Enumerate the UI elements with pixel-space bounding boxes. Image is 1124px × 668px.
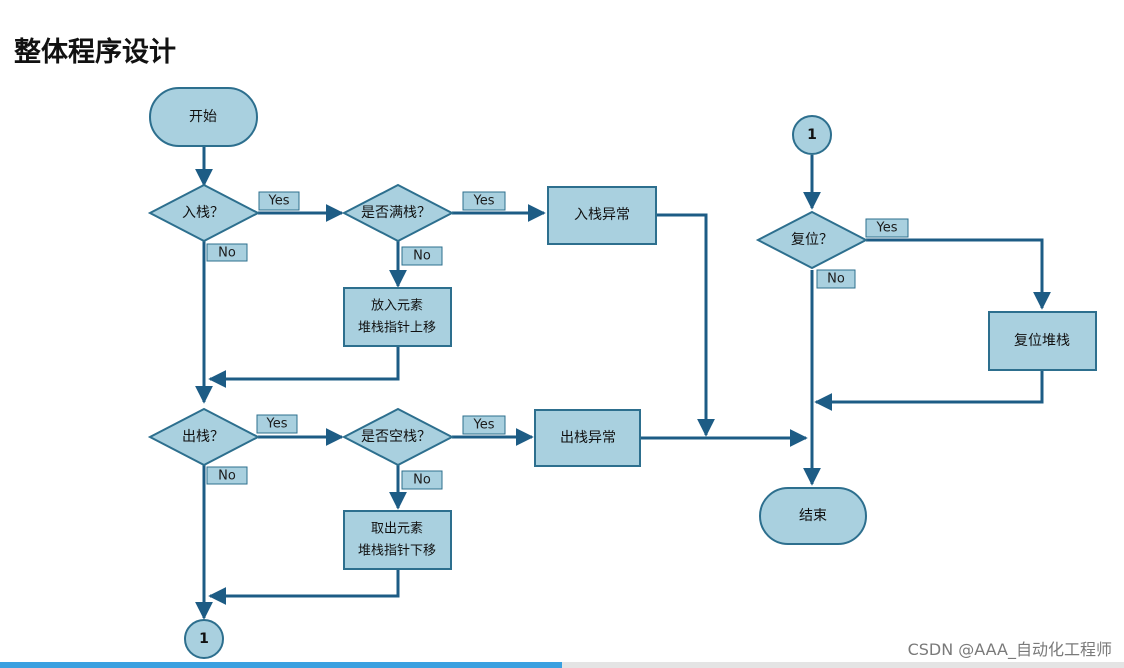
tag-box [816,269,856,289]
arrow-push-error-down [656,213,715,437]
connector-circle-bottom [184,619,224,659]
push-action-box [343,287,452,347]
start-label: 开始 [189,109,217,125]
tag-no-empty: No [413,473,431,488]
tag-no-push: No [218,246,236,261]
pop-error-box [534,409,641,467]
arrow-reset-yes [866,238,1051,310]
pop-decision-diamond [147,407,261,467]
arrow-push-action-return [208,346,400,388]
reset-action-box [988,311,1097,371]
pop-action-label-line1: 取出元素 [371,522,423,537]
push-error-label: 入栈异常 [574,207,630,223]
end-terminal [759,487,867,545]
start-terminal [149,87,258,147]
full-decision-diamond [341,183,455,243]
empty-decision-diamond [341,407,455,467]
tag-box [865,218,909,238]
connector-lines [195,146,1051,620]
reset-decision-diamond [755,210,869,270]
page-title: 整体程序设计 [14,37,176,68]
tag-no-pop: No [218,469,236,484]
connector-circle-top [792,115,832,155]
push-decision-label: 入栈？ [182,205,224,221]
connector-top-label: 1 [807,127,817,143]
pop-error-label: 出栈异常 [560,430,616,446]
push-error-box [547,186,657,245]
watermark: CSDN @AAA_自动化工程师 [907,640,1112,659]
end-label: 结束 [799,508,827,524]
video-progress-bar[interactable] [0,662,1124,668]
tag-yes-reset: Yes [876,221,898,236]
pop-action-box [343,510,452,570]
pop-decision-label: 出栈？ [182,429,224,445]
reset-decision-label: 复位？ [791,231,833,248]
tag-box [256,414,298,434]
tag-no-reset: No [827,272,845,287]
tag-yes-pop: Yes [266,417,288,432]
tag-box [206,466,248,485]
tag-box [206,243,248,262]
push-decision-diamond [147,183,261,243]
tag-yes-full: Yes [473,194,495,209]
tag-box [401,246,443,266]
connector-bottom-label: 1 [199,631,209,647]
full-decision-label: 是否满栈？ [361,205,431,221]
tag-box [258,191,300,211]
reset-action-label: 复位堆栈 [1014,332,1070,349]
tag-box [401,470,443,490]
tag-yes-empty: Yes [473,418,495,433]
tag-no-full: No [413,249,431,264]
arrow-reset-action-return [814,370,1044,411]
push-action-label-line1: 放入元素 [371,299,423,314]
tag-box [462,191,506,211]
tag-box [462,415,506,435]
empty-decision-label: 是否空栈？ [361,429,431,445]
push-action-label-line2: 堆栈指针上移 [358,321,436,336]
video-progress-fill [0,662,562,668]
pop-action-label-line2: 堆栈指针下移 [358,544,436,559]
arrow-pop-action-return [208,569,400,605]
tag-yes-push: Yes [268,194,290,209]
